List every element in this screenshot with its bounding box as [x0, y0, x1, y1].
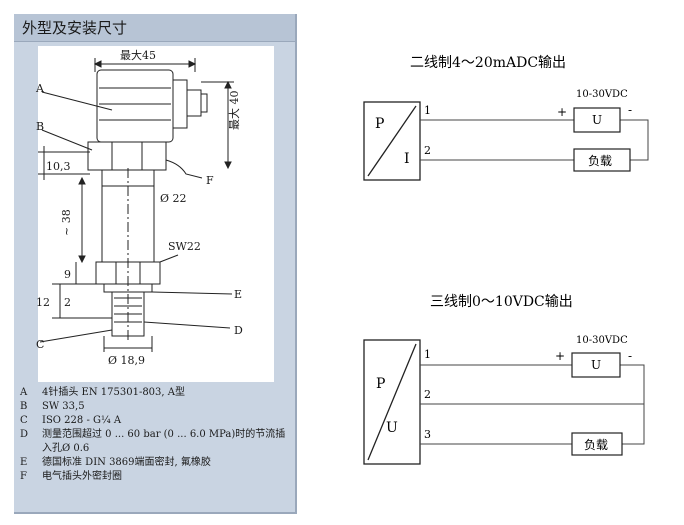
legend-key: B: [20, 401, 28, 412]
legend-text: 德国标准 DIN 3869端面密封, 氟橡胶: [42, 457, 211, 468]
connector-head: [96, 69, 174, 143]
wire-pin2-3w: [420, 364, 645, 405]
plus-2w: +: [557, 105, 567, 119]
legend-key: E: [20, 457, 28, 468]
dim-arrows-38: [78, 176, 86, 264]
legend-key: F: [20, 471, 27, 482]
load-label-2w: 负载: [588, 154, 612, 168]
legend-text: 测量范围超过 0 ... 60 bar (0 ... 6.0 MPa)时的节流插…: [42, 429, 286, 454]
part-label-c: C: [36, 338, 44, 351]
parts-legend: A 4针插头 EN 175301-803, A型 B SW 33,5 C ISO…: [20, 386, 292, 484]
hex-body: [87, 141, 167, 171]
connector-side: [172, 79, 188, 129]
transmitter-p-2w: P: [375, 116, 384, 132]
load-box-3w: [571, 432, 623, 456]
transmitter-box-3w: [363, 339, 421, 465]
legend-key: C: [20, 415, 28, 426]
dim-12-text: 12: [36, 296, 50, 309]
dimensions-panel: 外型及安装尺寸 A 4针插头 EN 175301-803, A型 B SW 33…: [14, 14, 297, 514]
plus-3w: +: [555, 349, 565, 363]
sensor-drawing: [38, 58, 234, 352]
thread: [111, 291, 145, 337]
dim-height-text: 最大 40: [227, 91, 241, 131]
load-label-3w: 负载: [584, 438, 608, 452]
part-label-d: D: [234, 324, 243, 337]
sensor-dimension-texts: 最大45 最大 40 10,3 Ø 22 ~ 38 SW22 9 2 12 Ø …: [35, 48, 243, 367]
legend-text: SW 33,5: [42, 401, 85, 412]
supply-u-2w: U: [592, 113, 602, 127]
dim-sw22-text: SW22: [168, 240, 201, 253]
leader-a: [41, 91, 113, 111]
legend-row-d: D 测量范围超过 0 ... 60 bar (0 ... 6.0 MPa)时的节…: [20, 428, 292, 456]
legend-text: ISO 228 - G¼ A: [42, 415, 122, 426]
cable-gland: [186, 89, 202, 117]
wire-return-2w: [620, 119, 649, 161]
supply-u-3w: U: [591, 358, 601, 372]
supply-label-3w: 10-30VDC: [576, 335, 628, 346]
pin-3-3w: 3: [424, 428, 431, 441]
sw22-leader: [159, 254, 179, 263]
legend-row-b: B SW 33,5: [20, 400, 292, 414]
part-label-a: A: [35, 82, 45, 95]
part-label-e: E: [234, 288, 242, 301]
legend-key: A: [20, 387, 28, 398]
leader-b: [41, 129, 93, 151]
transmitter-u-3w: U: [386, 420, 398, 436]
load-box-2w: [573, 148, 631, 172]
dim-arrows-height: [224, 80, 232, 170]
cable-gland-nut: [200, 93, 208, 113]
two-wire-lines: [420, 119, 649, 161]
two-wire-diagram: 二线制4～20mADC输出 P I 1 2 10-30VDC + - U 负载: [363, 55, 649, 181]
dim-d18-text: Ø 18,9: [108, 354, 145, 367]
seal-f-leader: [165, 159, 203, 179]
three-wire-title: 三线制0～10VDC输出: [430, 294, 573, 310]
part-label-f: F: [206, 174, 214, 187]
legend-row-f: F 电气插头外密封圈: [20, 470, 292, 484]
dim-38-text: ~ 38: [60, 209, 73, 236]
transmitter-diagonal-2w: [367, 105, 417, 177]
minus-2w: -: [628, 103, 632, 117]
pin-2-3w: 2: [424, 388, 431, 401]
legend-row-c: C ISO 228 - G¼ A: [20, 414, 292, 428]
dim-9-text: 9: [64, 268, 71, 281]
supply-box-3w: [571, 352, 621, 378]
transmitter-p-3w: P: [376, 376, 385, 392]
supply-label-2w: 10-30VDC: [576, 89, 628, 100]
legend-row-e: E 德国标准 DIN 3869端面密封, 氟橡胶: [20, 456, 292, 470]
pin-1-3w: 1: [424, 348, 431, 361]
dim-d22-text: Ø 22: [160, 192, 187, 205]
part-label-b: B: [36, 120, 44, 133]
legend-key: D: [20, 429, 29, 440]
pin-1-2w: 1: [424, 104, 431, 117]
transmitter-diagonal-3w: [367, 343, 417, 461]
supply-box-2w: [573, 107, 621, 133]
three-wire-diagram: 三线制0～10VDC输出 P U 1 2 3 10-30VDC + - U 负载: [363, 294, 645, 465]
dim-width-text: 最大45: [120, 48, 156, 62]
wire-load-return-3w: [622, 404, 645, 445]
dim-flange-text: 10,3: [46, 160, 71, 173]
legend-row-a: A 4针插头 EN 175301-803, A型: [20, 386, 292, 400]
sensor-drawing-area: [38, 46, 274, 382]
thread-c-leader: [39, 329, 113, 343]
three-wire-lines: [420, 364, 645, 445]
legend-text: 4针插头 EN 175301-803, A型: [42, 387, 185, 398]
two-wire-title: 二线制4～20mADC输出: [410, 55, 566, 71]
pin-2-2w: 2: [424, 144, 431, 157]
transmitter-box-2w: [363, 101, 421, 181]
throttle-d-leader: [143, 321, 231, 329]
dim-arrows-width: [93, 60, 197, 68]
transmitter-i-2w: I: [404, 151, 410, 167]
seal-e-leader: [151, 291, 233, 295]
minus-3w: -: [628, 349, 632, 363]
legend-text: 电气插头外密封圈: [42, 471, 122, 482]
dim-2-text: 2: [64, 296, 71, 309]
panel-title: 外型及安装尺寸: [14, 14, 295, 42]
